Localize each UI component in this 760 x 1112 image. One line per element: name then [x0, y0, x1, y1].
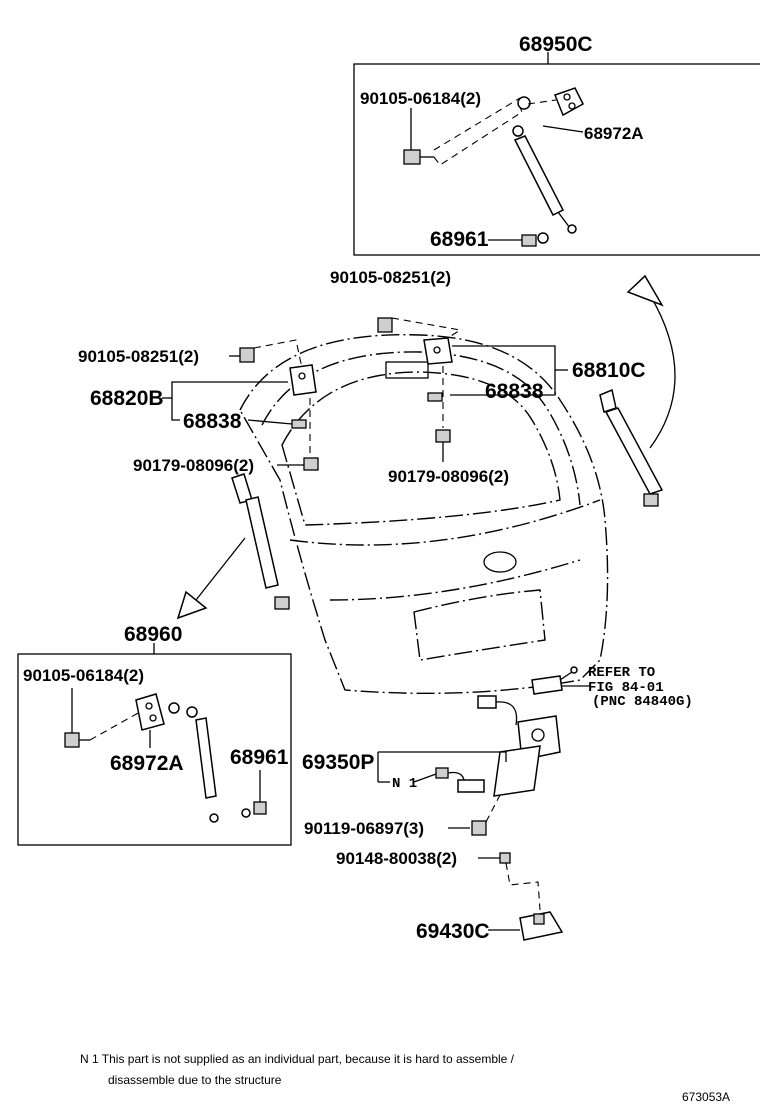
lock-assembly-icon	[435, 695, 561, 797]
label-90105-06184-top: 90105-06184(2)	[360, 89, 481, 108]
bolt-icon	[471, 820, 487, 836]
refer-to-line-1: REFER TO	[588, 665, 655, 681]
label-90105-08251-top: 90105-08251(2)	[330, 268, 451, 287]
label-68838-left: 68838	[183, 410, 242, 433]
label-90105-08251-left: 90105-08251(2)	[78, 347, 199, 366]
refer-to-line-3: (PNC 84840G)	[592, 694, 693, 710]
right-gas-strut-icon	[599, 388, 664, 507]
label-68961-top: 68961	[430, 228, 489, 251]
label-69430C: 69430C	[416, 920, 490, 943]
bolt-icon	[239, 317, 451, 471]
label-68960: 68960	[124, 623, 182, 646]
refer-to-line-2: FIG 84-01	[588, 680, 664, 696]
label-n1-tag: N 1	[392, 776, 417, 792]
label-90179-08096-left: 90179-08096(2)	[133, 456, 254, 475]
figure-code: 673053A	[682, 1090, 730, 1104]
label-68972A-bottom: 68972A	[110, 752, 184, 775]
lock-cover-icon	[519, 911, 564, 941]
hinge-left-icon	[289, 364, 317, 429]
hinge-bracket-icon	[517, 87, 584, 117]
label-90148-80038: 90148-80038(2)	[336, 849, 457, 868]
label-68950C: 68950C	[519, 33, 593, 56]
label-68810C: 68810C	[572, 359, 646, 382]
footnote-line-1: N 1 This part is not supplied as an indi…	[80, 1052, 515, 1066]
switch-icon	[531, 666, 578, 695]
label-90119-06897: 90119-06897(3)	[304, 819, 424, 838]
bottom-detail-box	[17, 643, 292, 846]
label-68972A-top: 68972A	[584, 124, 644, 143]
bolt-icon	[64, 732, 90, 748]
hinge-bracket-icon	[135, 693, 180, 731]
gas-strut-icon	[512, 125, 577, 234]
ball-stud-icon	[241, 801, 267, 818]
label-68820B: 68820B	[90, 387, 164, 410]
back-door-outline	[239, 334, 609, 695]
left-gas-strut-icon	[231, 473, 290, 610]
label-69350P: 69350P	[302, 751, 374, 774]
bolt-icon	[403, 149, 434, 165]
diagonal-arrow	[176, 537, 246, 620]
footnote-line-2: disassemble due to the structure	[108, 1073, 282, 1087]
label-68838-right: 68838	[485, 380, 544, 403]
label-68961-bottom: 68961	[230, 746, 289, 769]
hinge-right-icon	[423, 337, 453, 402]
screw-icon	[499, 852, 511, 864]
curved-arrow	[626, 274, 676, 449]
top-detail-box	[353, 52, 760, 256]
label-90105-06184-bottom: 90105-06184(2)	[23, 666, 144, 685]
gas-strut-icon	[186, 706, 219, 823]
label-90179-08096-right: 90179-08096(2)	[388, 467, 509, 486]
ball-stud-icon	[521, 232, 549, 247]
